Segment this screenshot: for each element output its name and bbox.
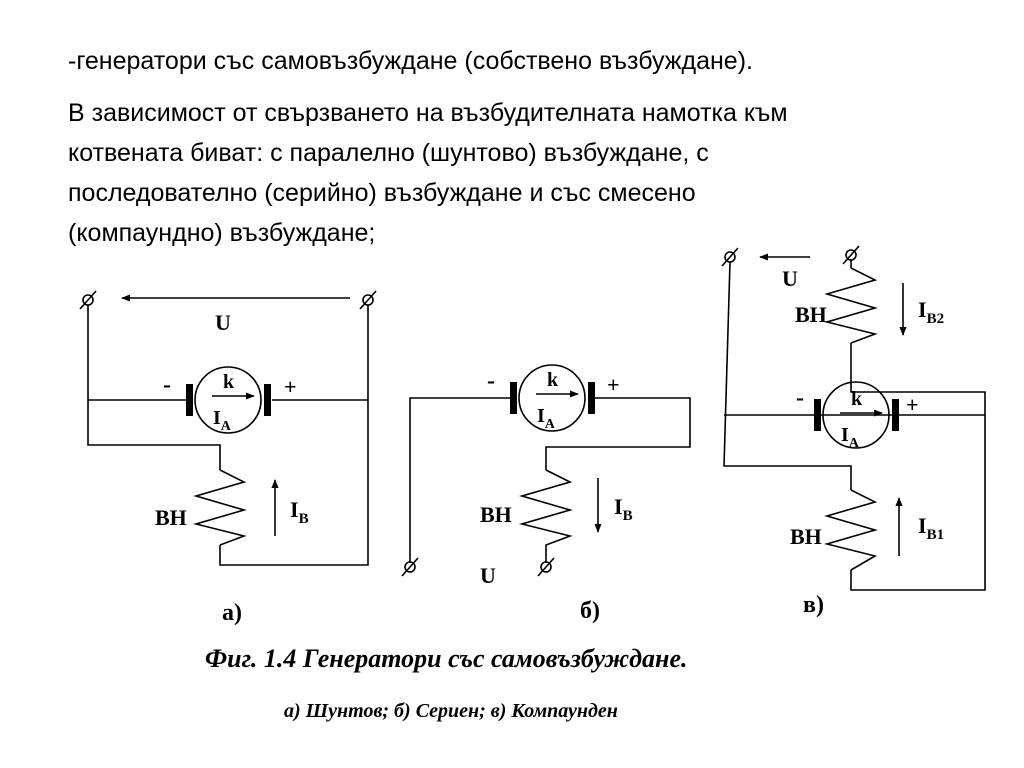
armature-b	[518, 364, 586, 432]
figure-caption-title: Фиг. 1.4 Генератори със самовъзбуждане.	[205, 644, 688, 673]
winding-c-bottom	[823, 489, 878, 571]
winding-c-top	[823, 267, 878, 344]
ib-label-a: IВ	[290, 497, 309, 527]
terminal-b-left	[401, 557, 419, 577]
wire-a-right	[219, 305, 369, 566]
brush-b-left	[510, 382, 517, 414]
circuit-c-tag: в)	[803, 592, 824, 618]
armature-a-k-label: k	[223, 371, 235, 393]
terminal-b-right	[537, 557, 555, 577]
brush-a-right	[264, 384, 271, 416]
figure-caption-subtitle: а) Шунтов; б) Сериен; в) Компаунден	[284, 700, 618, 722]
brush-c-right	[892, 399, 899, 431]
ia-label-c: IA	[841, 424, 860, 451]
minus-label-c: -	[796, 385, 804, 411]
ib2-label-c: IВ2	[918, 297, 944, 327]
brush-b-right	[588, 382, 595, 414]
text-line-4: последователно (серийно) възбуждане и съ…	[68, 179, 696, 207]
minus-label-b: -	[487, 368, 495, 394]
armature-c	[822, 381, 890, 449]
winding-label-a: ВН	[155, 505, 187, 530]
text-line-3: котвената биват: с паралелно (шунтово) в…	[68, 139, 709, 167]
armature-b-k-label: k	[547, 369, 559, 391]
winding-b	[518, 469, 573, 563]
voltage-label-a: U	[215, 310, 231, 335]
plus-label-b: +	[607, 372, 620, 397]
text-line-5: (компаундно) възбуждане;	[68, 219, 376, 247]
wire-c-right-loop	[850, 343, 986, 591]
circuit-c-compound: U k IA - + ВН IВ2 ВН IВ1 в)	[721, 245, 986, 618]
text-line-2: В зависимост от свързването на възбудите…	[68, 99, 788, 127]
brush-a-left	[186, 384, 193, 416]
ia-label-b: IA	[537, 405, 556, 432]
ia-label-a: IA	[213, 407, 232, 434]
armature-a	[194, 366, 262, 434]
winding-a	[192, 469, 247, 546]
circuit-a-tag: а)	[222, 600, 242, 626]
circuit-b-series: k IA - + ВН IВ U б)	[401, 364, 691, 624]
brush-c-left	[814, 399, 821, 431]
armature-c-k-label: k	[851, 388, 863, 410]
wire-a-left	[87, 305, 221, 470]
circuit-b-tag: б)	[580, 598, 600, 624]
wire-c-left	[723, 261, 852, 490]
winding-top-label-c: ВН	[795, 302, 827, 327]
winding-label-b: ВН	[480, 502, 512, 527]
wire-b-left	[409, 397, 512, 563]
wire-b-right	[545, 397, 691, 470]
ib1-label-c: IВ1	[918, 513, 944, 543]
ib-label-b: IВ	[614, 494, 633, 524]
voltage-label-b: U	[480, 563, 496, 588]
text-line-1: -генератори със самовъзбуждане (собствен…	[68, 47, 753, 75]
minus-label-a: -	[163, 372, 171, 398]
circuit-a-shunt: U k IA - + ВН IВ а)	[79, 290, 377, 626]
voltage-label-c: U	[782, 266, 798, 291]
plus-label-c: +	[906, 392, 919, 417]
plus-label-a: +	[284, 374, 297, 399]
winding-bottom-label-c: ВН	[790, 524, 822, 549]
